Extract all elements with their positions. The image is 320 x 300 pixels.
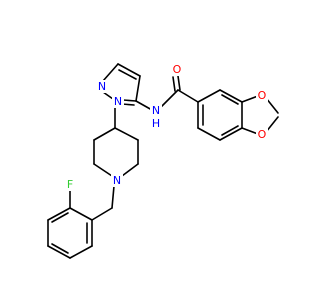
bond-fph-2 xyxy=(47,207,71,221)
bond-ch2-aryl xyxy=(91,207,113,221)
bond-benz-2 xyxy=(219,89,243,103)
bond-fph-1 xyxy=(69,207,93,221)
atom-carbonyl-oxygen: O xyxy=(173,63,182,76)
bond-carbonyl-c-o-double xyxy=(172,76,176,92)
bond-amide-pyrazole xyxy=(135,100,153,111)
atom-amide-hydrogen: H xyxy=(152,117,160,130)
atom-labels: O N H N N N O O F xyxy=(64,63,268,191)
atom-fluorine: F xyxy=(67,178,73,191)
bond-benz-inner-1 xyxy=(221,94,239,105)
molecule-structure: O N H N N N O O F xyxy=(47,63,279,259)
bond-pyraz-c5-c4 xyxy=(135,75,141,102)
bond-benz-inner-2 xyxy=(221,125,239,136)
bond-pyraz-n2-n1 xyxy=(102,91,114,100)
bonds xyxy=(47,63,279,259)
bond-benz-1 xyxy=(197,89,221,103)
atom-pyrazole-n1: N xyxy=(114,95,122,108)
atom-pyrazole-n2: N xyxy=(98,80,106,93)
bond-benz-4 xyxy=(219,127,243,141)
bond-n-ch2 xyxy=(111,185,115,209)
bond-carbonyl-c-o xyxy=(177,75,181,91)
bond-benz-5 xyxy=(197,127,221,141)
molecule-canvas: O N H N N N O O F xyxy=(47,63,279,259)
bond-fph-inner-1 xyxy=(51,212,69,223)
bond-carbonyl-aryl xyxy=(177,89,199,103)
bond-pip-1 xyxy=(93,127,116,141)
bond-dioxole-4 xyxy=(241,127,259,135)
bond-fph-inner-2 xyxy=(51,243,69,254)
bond-pyraz-c4-c3-double xyxy=(118,69,137,80)
bond-dioxole-1 xyxy=(241,95,259,103)
bond-fph-4 xyxy=(47,245,71,259)
bond-pip-3 xyxy=(93,163,113,177)
bond-fph-5 xyxy=(69,245,93,259)
bond-pip-6 xyxy=(114,127,139,141)
bond-pyraz-c3-n2 xyxy=(102,63,119,82)
bond-pyraz-c4-c3 xyxy=(117,63,141,77)
atom-amide-nitrogen: N xyxy=(152,104,160,117)
bond-carbonyl-amide-n xyxy=(159,89,179,109)
atom-dioxole-oxygen-top: O xyxy=(258,89,267,102)
bond-pip-4 xyxy=(121,163,139,177)
atom-piperidine-nitrogen: N xyxy=(113,174,121,187)
atom-dioxole-oxygen-bottom: O xyxy=(258,128,267,141)
bond-pyraz-n1-c5 xyxy=(122,99,137,102)
